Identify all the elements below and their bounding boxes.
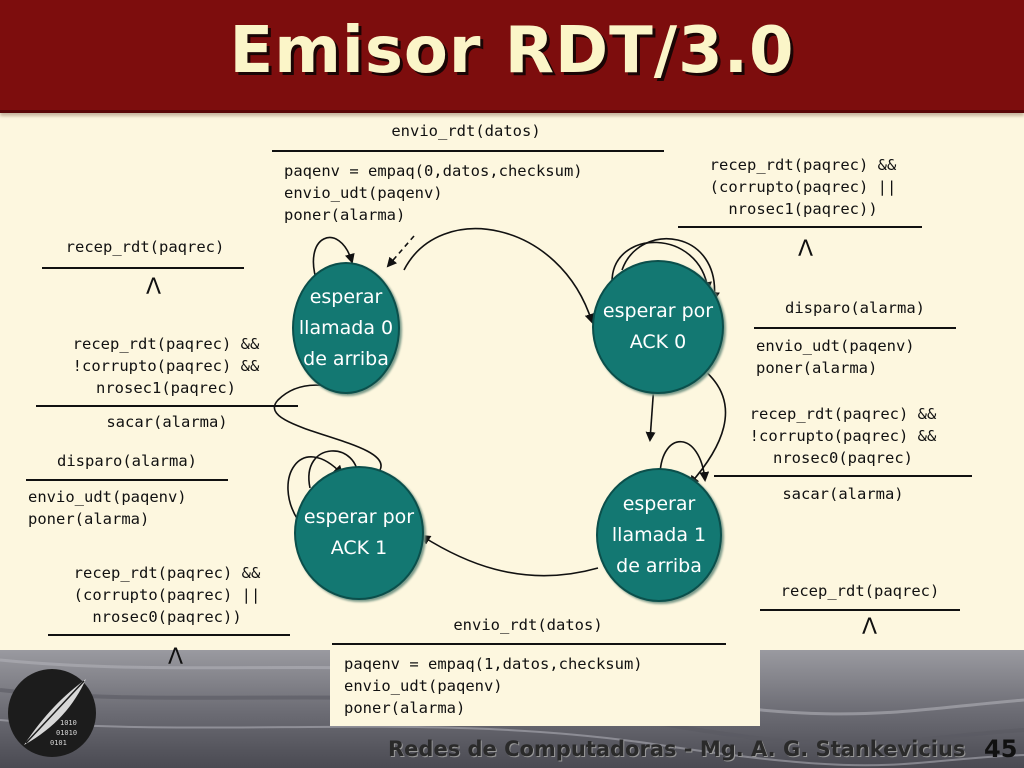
- t7-action: envio_udt(paqenv) poner(alarma): [28, 488, 187, 528]
- t10-event: envio_rdt(datos): [453, 616, 603, 634]
- t5-event: recep_rdt(paqrec) && !corrupto(paqrec) &…: [72, 335, 260, 397]
- self-loop-s2: [659, 440, 710, 482]
- t3-lambda: Λ: [146, 275, 162, 300]
- state-wait-ack-0: esperar por ACK 0: [592, 260, 724, 394]
- t4-event: disparo(alarma): [785, 299, 925, 317]
- self-loop-s1-a: [611, 241, 712, 292]
- t2-event: recep_rdt(paqrec) && (corrupto(paqrec) |…: [709, 156, 897, 218]
- svg-text:0101: 0101: [50, 739, 67, 747]
- t9-event: recep_rdt(paqrec): [780, 582, 940, 600]
- t2-lambda: Λ: [798, 237, 814, 262]
- t8-lambda: Λ: [168, 645, 184, 670]
- t5-action: sacar(alarma): [106, 413, 228, 431]
- t8-event: recep_rdt(paqrec) && (corrupto(paqrec) |…: [73, 564, 261, 626]
- t3-rule: [42, 267, 244, 269]
- self-loop-s3-a: [287, 456, 344, 521]
- t1-action: paqenv = empaq(0,datos,checksum) envio_u…: [284, 162, 583, 224]
- t7-rule: [26, 479, 228, 481]
- state-wait-call-1: esperar llamada 1 de arriba: [596, 468, 722, 602]
- t9-lambda: Λ: [862, 615, 878, 640]
- svg-text:01010: 01010: [56, 729, 77, 737]
- t4-rule: [754, 327, 956, 329]
- slide-title: Emisor RDT/3.0: [229, 14, 795, 88]
- t7-event: disparo(alarma): [57, 452, 197, 470]
- svg-text:1010: 1010: [60, 719, 77, 727]
- t1-event: envio_rdt(datos): [391, 122, 541, 140]
- t8-rule: [48, 634, 290, 636]
- title-bar: [0, 0, 1024, 113]
- initial-arrow: [386, 235, 415, 268]
- t2-rule: [678, 226, 922, 228]
- t6-action: sacar(alarma): [782, 485, 904, 503]
- arrow-s0-s1: [403, 227, 595, 324]
- arrow-s2-s3: [420, 534, 599, 577]
- t4-action: envio_udt(paqenv) poner(alarma): [756, 337, 915, 377]
- t6-rule: [714, 475, 972, 477]
- t9-rule: [760, 609, 960, 611]
- footer-band: [0, 650, 1024, 768]
- self-loop-s1-b: [621, 238, 720, 302]
- feather-logo-icon: 1010 01010 0101: [8, 669, 96, 757]
- self-loop-s0: [312, 236, 355, 286]
- t5-rule: [36, 405, 298, 407]
- t10-action: paqenv = empaq(1,datos,checksum) envio_u…: [344, 655, 643, 717]
- t3-event: recep_rdt(paqrec): [65, 238, 225, 256]
- t6-event: recep_rdt(paqrec) && !corrupto(paqrec) &…: [749, 405, 937, 467]
- page-number: 45: [984, 735, 1018, 763]
- t10-rule: [332, 643, 726, 645]
- t1-rule: [272, 150, 664, 152]
- footer-text: Redes de Computadoras - Mg. A. G. Stanke…: [388, 737, 966, 761]
- state-wait-ack-1: esperar por ACK 1: [294, 466, 424, 600]
- state-wait-call-0: esperar llamada 0 de arriba: [292, 262, 400, 394]
